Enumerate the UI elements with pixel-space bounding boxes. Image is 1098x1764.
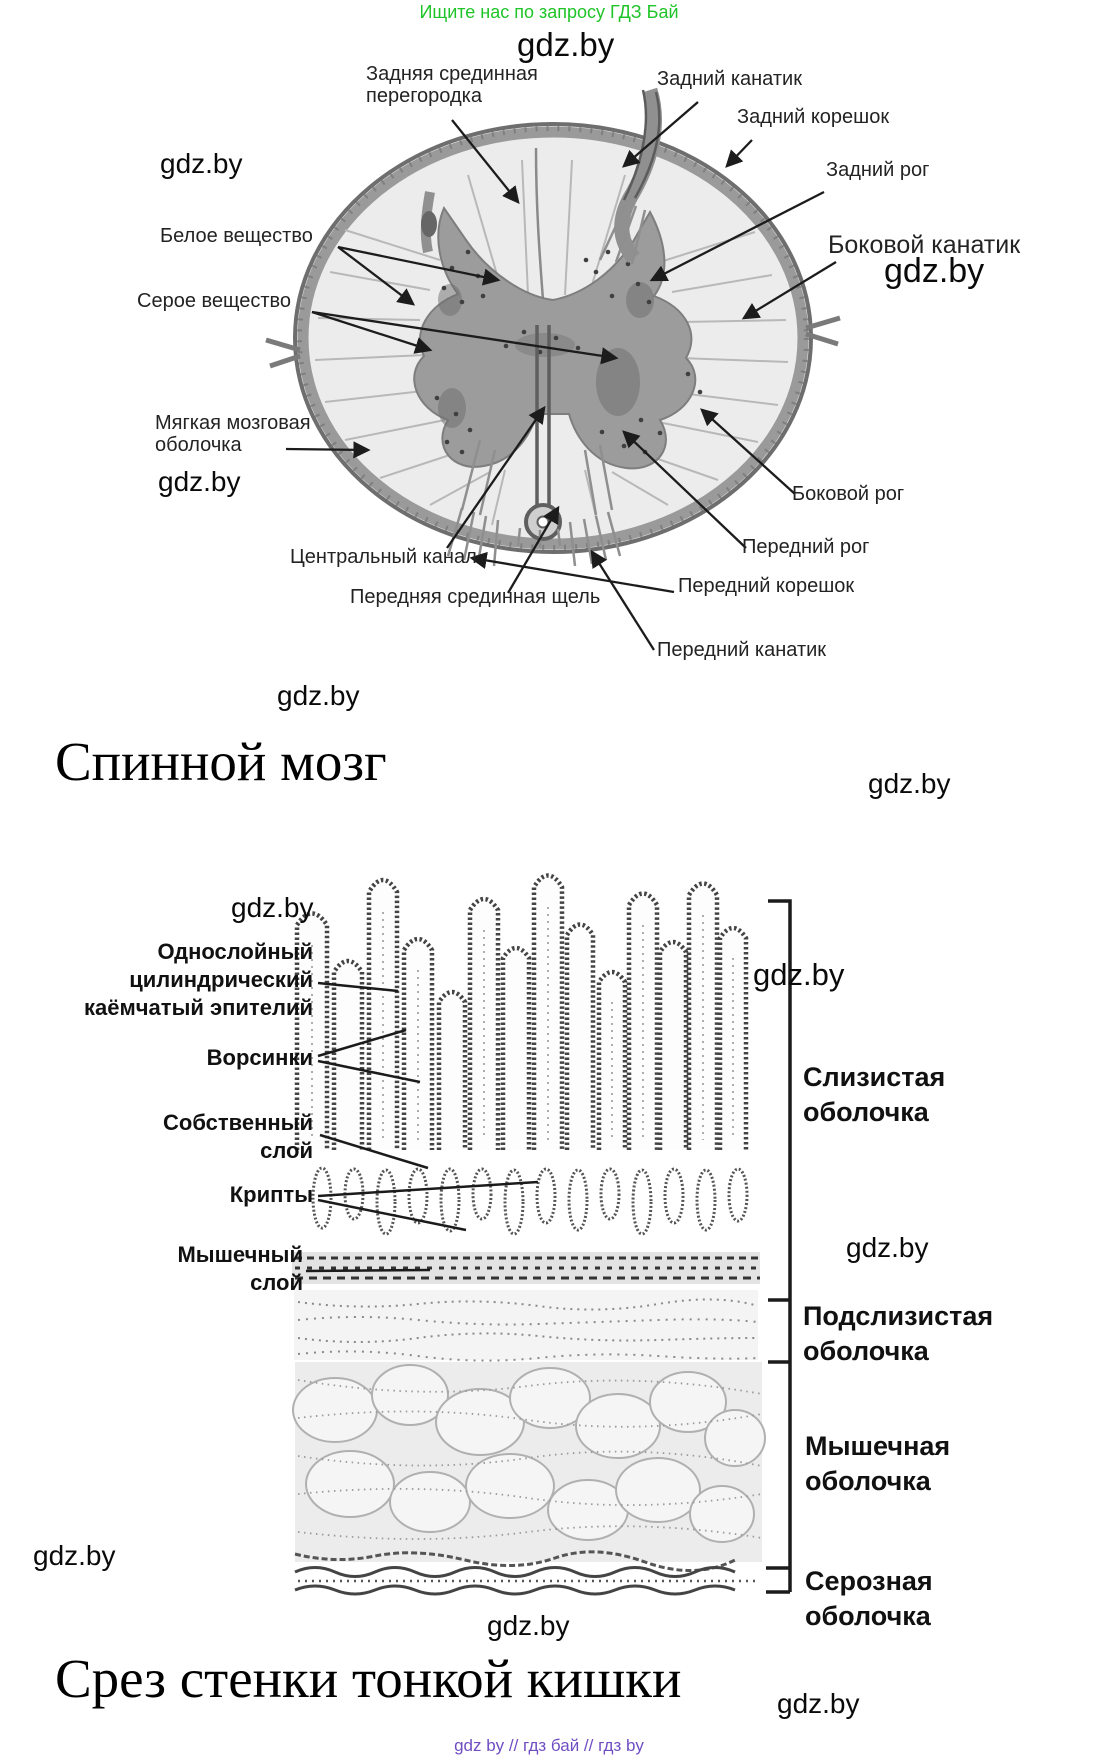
watermark: gdz.by	[158, 466, 241, 497]
label-posterior-horn: Задний рог	[826, 159, 930, 181]
watermark: gdz.by	[777, 1688, 860, 1719]
figure1-title: Спинной мозг	[55, 731, 387, 792]
posterior-median-septum-line	[534, 147, 545, 301]
label-posterior-root: Задний корешок	[737, 106, 890, 128]
label-white-matter: Белое вещество	[160, 225, 313, 247]
leader-arrows	[285, 101, 837, 651]
label-villi: Ворсинки	[206, 1045, 313, 1070]
label-submucosa: Подслизистая оболочка	[803, 1301, 994, 1367]
watermark: gdz.by	[487, 1610, 570, 1641]
villi	[294, 873, 749, 1150]
crypts	[311, 1166, 749, 1236]
layer-bracket	[766, 899, 792, 1594]
watermark: gdz.by	[884, 252, 985, 290]
muscularis-mucosae-band	[295, 1256, 760, 1280]
serosa-band	[294, 1566, 758, 1596]
footer-note: gdz by // гдз бай // гдз by	[454, 1736, 644, 1755]
figure2-title: Срез стенки тонкой кишки	[55, 1648, 682, 1709]
watermark: gdz.by	[277, 680, 360, 711]
label-lateral-horn: Боковой рог	[792, 483, 905, 505]
watermark: gdz.by	[517, 26, 615, 63]
label-posterior-funiculus: Задний канатик	[657, 68, 802, 90]
label-crypts: Крипты	[229, 1182, 313, 1207]
pia-projections	[265, 315, 841, 369]
label-pia-mater: Мягкая мозговая оболочка	[155, 412, 311, 457]
watermark: gdz.by	[868, 768, 951, 799]
submucosa-texture	[297, 1298, 759, 1362]
label-posterior-median-septum: Задняя срединная перегородка	[366, 63, 538, 108]
muscularis-externa-texture	[292, 1364, 766, 1572]
intestine-wall-illustration	[292, 873, 792, 1596]
label-central-canal: Центральный канал	[290, 546, 477, 568]
promo-note: Ищите нас по запросу ГДЗ Бай	[419, 2, 679, 22]
watermark: gdz.by	[160, 148, 243, 179]
label-lamina-propria: Собственный слой	[163, 1110, 313, 1163]
watermark: gdz.by	[33, 1540, 116, 1571]
label-muscular-layer: Мышечный слой	[177, 1242, 303, 1295]
label-anterior-root: Передний корешок	[678, 575, 855, 597]
watermark: gdz.by	[846, 1232, 929, 1263]
label-lateral-funiculus: Боковой канатик	[828, 231, 1021, 259]
label-anterior-funiculus: Передний канатик	[657, 639, 827, 661]
villi-core-texture	[311, 907, 734, 1140]
label-mucosa: Слизистая оболочка	[803, 1062, 946, 1128]
watermark: gdz.by	[231, 892, 314, 923]
label-gray-matter: Серое вещество	[137, 290, 292, 312]
dorsal-root-bundle	[420, 87, 662, 265]
label-serosa: Серозная оболочка	[805, 1566, 933, 1632]
spinal-cord-illustration	[265, 87, 841, 651]
label-anterior-median-fissure: Передняя срединная щель	[350, 586, 601, 608]
leader-lines	[305, 981, 539, 1273]
label-muscularis: Мышечная оболочка	[805, 1431, 951, 1497]
watermark: gdz.by	[753, 957, 845, 992]
label-epithelium: Однослойный цилиндрический каёмчатый эпи…	[84, 939, 313, 1020]
label-anterior-horn: Передний рог	[742, 536, 870, 558]
